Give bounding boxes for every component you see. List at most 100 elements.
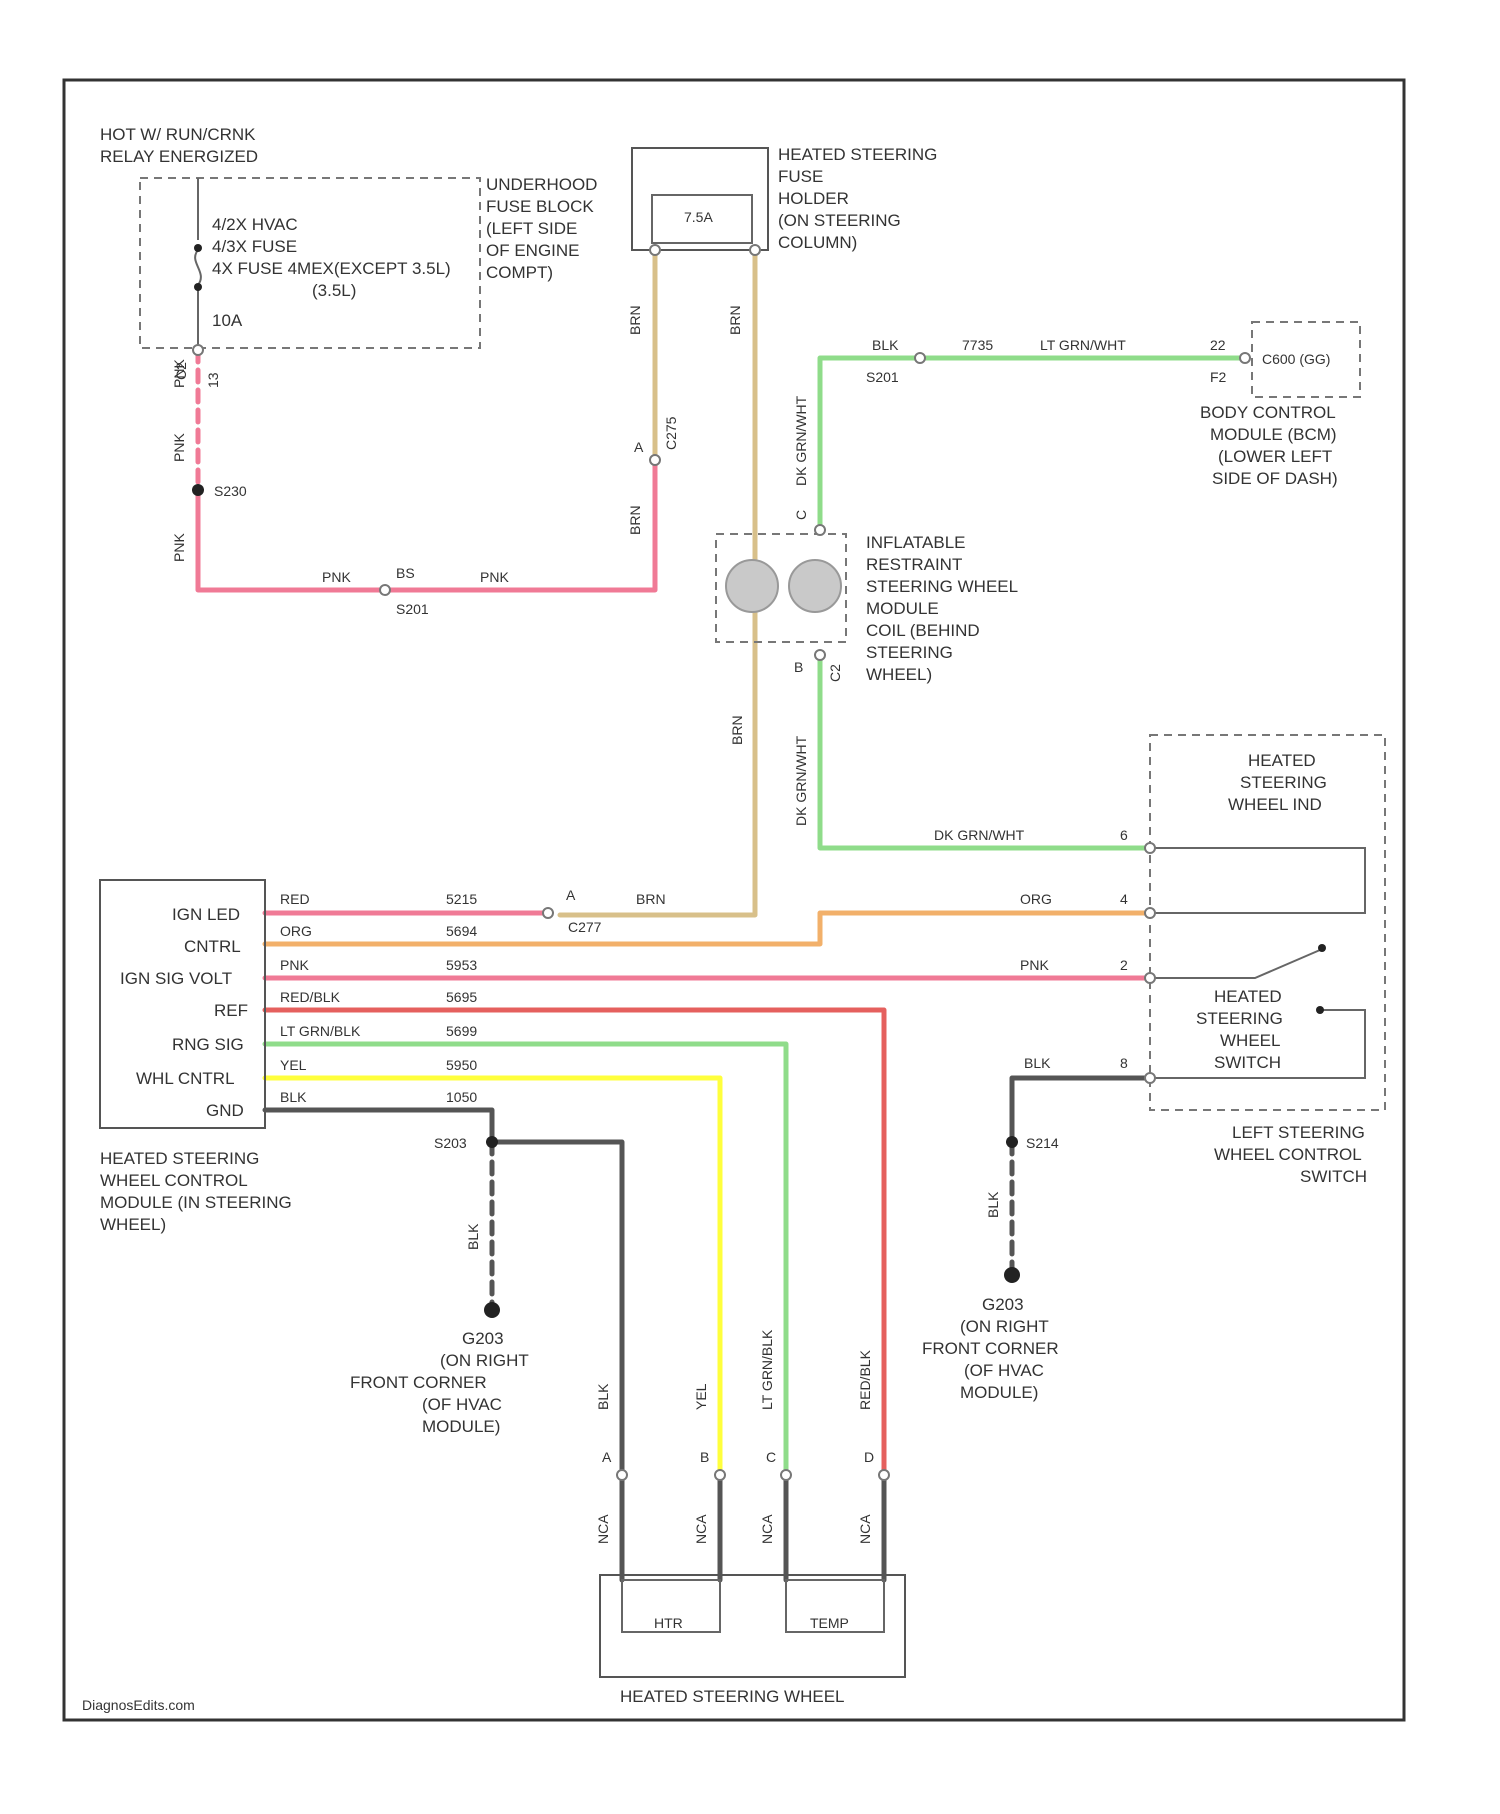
svg-text:COLUMN): COLUMN) — [778, 233, 857, 252]
svg-text:FUSE: FUSE — [778, 167, 823, 186]
wl-pink-horiz-left: PNK — [322, 569, 351, 585]
svg-text:ORG: ORG — [280, 923, 312, 939]
svg-text:HEATED: HEATED — [1214, 987, 1282, 1006]
wl-pink-conn-b: C2 — [173, 362, 189, 380]
svg-text:YEL: YEL — [280, 1057, 307, 1073]
svg-text:4X FUSE 4MEX(EXCEPT 3.5L): 4X FUSE 4MEX(EXCEPT 3.5L) — [212, 259, 451, 278]
svg-text:BODY CONTROL: BODY CONTROL — [1200, 403, 1336, 422]
conn-pink-s201 — [380, 585, 390, 595]
conn-ind — [1145, 843, 1155, 853]
wl-pink-splice-bottom: S201 — [396, 601, 429, 617]
conn-fuse-holder-right — [750, 245, 760, 255]
wl-g-splice-left: S203 — [434, 1135, 467, 1151]
wl-tan-mid: C275 — [663, 416, 679, 450]
restraint-label: INFLATABLE RESTRAINT STEERING WHEEL MODU… — [866, 533, 1018, 684]
splice-s230 — [192, 484, 204, 496]
svg-text:RESTRAINT: RESTRAINT — [866, 555, 962, 574]
splice-s203 — [486, 1136, 498, 1148]
wl-tan-bottom: BRN — [729, 715, 745, 745]
wl-orange-pin: 4 — [1120, 891, 1128, 907]
module-pins: IGN LED CNTRL IGN SIG VOLT REF RNG SIG W… — [120, 905, 248, 1120]
svg-text:LEFT STEERING: LEFT STEERING — [1232, 1123, 1365, 1142]
svg-text:WHEEL: WHEEL — [1220, 1031, 1280, 1050]
wl-green-restr-pin-c2: C2 — [827, 664, 843, 682]
svg-text:5695: 5695 — [446, 989, 477, 1005]
svg-text:OF ENGINE: OF ENGINE — [486, 241, 580, 260]
conn-restr-bottom — [815, 650, 825, 660]
wl-pink-sw-pin: 2 — [1120, 957, 1128, 973]
wl-blk-sw-color: BLK — [1024, 1055, 1051, 1071]
wl-pink-fuse-pin: 13 — [205, 372, 221, 388]
conn-bottom-b — [715, 1470, 725, 1480]
svg-text:IGN LED: IGN LED — [172, 905, 240, 924]
wire-gray-sw-gnd — [1012, 1078, 1150, 1142]
svg-text:(ON STEERING: (ON STEERING — [778, 211, 901, 230]
svg-text:GND: GND — [206, 1101, 244, 1120]
svg-text:5215: 5215 — [446, 891, 477, 907]
heated-wheel-label: HEATED STEERING WHEEL — [620, 1687, 845, 1706]
wl-pink-low: PNK — [171, 533, 187, 562]
svg-text:(OF HVAC: (OF HVAC — [964, 1361, 1044, 1380]
svg-text:WHEEL CONTROL: WHEEL CONTROL — [100, 1171, 248, 1190]
element-left-label: HTR — [654, 1615, 683, 1631]
fuse-node-bottom — [194, 283, 202, 291]
module-wire-colors: RED ORG PNK RED/BLK LT GRN/BLK YEL BLK — [280, 891, 361, 1105]
switch-contact — [1318, 944, 1326, 952]
svg-text:(LEFT SIDE: (LEFT SIDE — [486, 219, 577, 238]
conn-bottom-c — [781, 1470, 791, 1480]
svg-text:G203: G203 — [462, 1329, 504, 1348]
wl-tan-top-right: BRN — [727, 305, 743, 335]
wl-pink-conn-a: A — [634, 439, 644, 455]
wl-pink-sw-color: PNK — [1020, 957, 1049, 973]
wire-pink-lower — [198, 460, 655, 590]
svg-text:SWITCH: SWITCH — [1300, 1167, 1367, 1186]
svg-text:4/2X HVAC: 4/2X HVAC — [212, 215, 298, 234]
svg-text:G203: G203 — [982, 1295, 1024, 1314]
svg-text:5699: 5699 — [446, 1023, 477, 1039]
fuse-element — [195, 250, 201, 285]
indicator-loop — [1150, 848, 1365, 913]
conn-bottom-d — [879, 1470, 889, 1480]
svg-text:WHEEL IND: WHEEL IND — [1228, 795, 1322, 814]
svg-text:SIDE OF DASH): SIDE OF DASH) — [1212, 469, 1338, 488]
ground-right-label: G203 (ON RIGHT FRONT CORNER (OF HVAC MOD… — [922, 1295, 1059, 1402]
conn-gnd-sw — [1145, 1073, 1155, 1083]
svg-text:IGN SIG VOLT: IGN SIG VOLT — [120, 969, 232, 988]
conn-bottom-a — [617, 1470, 627, 1480]
wl-g-left-color: BLK — [465, 1223, 481, 1250]
svg-text:HEATED STEERING: HEATED STEERING — [778, 145, 937, 164]
conn-bcm — [1240, 353, 1250, 363]
svg-text:WHEEL CONTROL: WHEEL CONTROL — [1214, 1145, 1362, 1164]
svg-text:STEERING WHEEL: STEERING WHEEL — [866, 577, 1018, 596]
svg-text:REF: REF — [214, 1001, 248, 1020]
wl-green-horiz: DK GRN/WHT — [934, 827, 1025, 843]
wl-splice-s230: S230 — [214, 483, 247, 499]
ground-right-point — [1004, 1267, 1020, 1283]
svg-text:4/3X FUSE: 4/3X FUSE — [212, 237, 297, 256]
svg-text:NCA: NCA — [857, 1514, 873, 1544]
svg-text:10A: 10A — [212, 311, 243, 330]
svg-text:WHL CNTRL: WHL CNTRL — [136, 1069, 235, 1088]
svg-text:CNTRL: CNTRL — [184, 937, 241, 956]
svg-text:NCA: NCA — [693, 1514, 709, 1544]
splice-s214 — [1006, 1136, 1018, 1148]
conn-green-top — [915, 353, 925, 363]
wl-fuse-top-pin-a: A — [566, 887, 576, 903]
svg-text:(3.5L): (3.5L) — [312, 281, 356, 300]
wl-g-right-color: BLK — [985, 1191, 1001, 1218]
svg-text:(ON RIGHT: (ON RIGHT — [960, 1317, 1049, 1336]
svg-text:INFLATABLE: INFLATABLE — [866, 533, 966, 552]
wl-green-top-pin: 22 — [1210, 337, 1226, 353]
wl-g-splice-right: S214 — [1026, 1135, 1059, 1151]
svg-text:(ON RIGHT: (ON RIGHT — [440, 1351, 529, 1370]
svg-text:FUSE BLOCK: FUSE BLOCK — [486, 197, 594, 216]
conn-tan-splice — [650, 455, 660, 465]
wl-brn-mod: BRN — [636, 891, 666, 907]
hot-label: HOT W/ RUN/CRNK RELAY ENERGIZED — [100, 125, 258, 166]
conn-pink-sw — [1145, 973, 1155, 983]
indicator-label: HEATED STEERING WHEEL IND — [1228, 751, 1327, 814]
wl-green-top-left: BLK — [872, 337, 899, 353]
svg-text:COMPT): COMPT) — [486, 263, 553, 282]
wl-green-restr-pin-b: B — [794, 659, 803, 675]
